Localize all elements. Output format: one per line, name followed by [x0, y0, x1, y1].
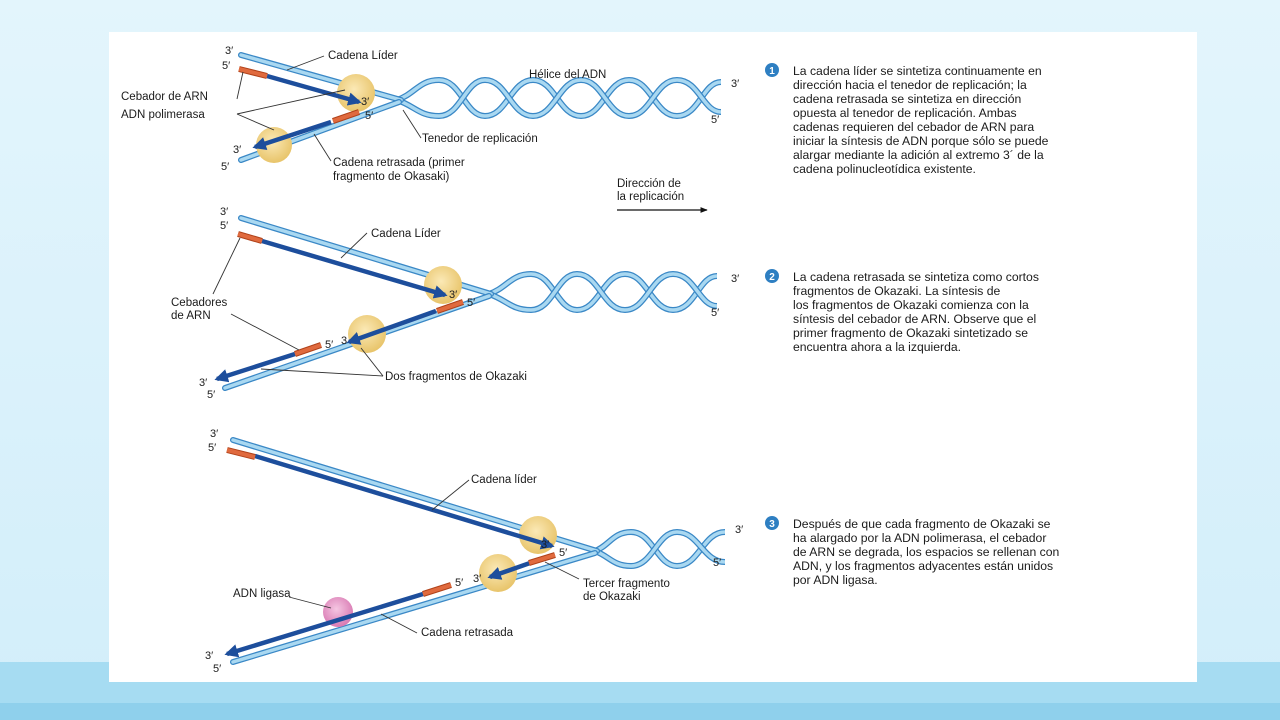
step-2-desc-line6: encuentra ahora a la izquierda. [793, 340, 961, 354]
step-3-desc-line3: de ARN se degrada, los espacios se relle… [793, 545, 1059, 559]
leading-strand-label-3: Cadena líder [471, 474, 537, 486]
step-2-desc-line4: síntesis del cebador de ARN. Observe que… [793, 312, 1036, 326]
strand-end-3-top-2: 3′ [220, 206, 228, 218]
strand-end-3-top: 3′ [225, 45, 233, 57]
strand-end-5-inner: 5′ [365, 110, 373, 122]
step-1-desc-line4: opuesta al tenedor de replicación. Ambas [793, 106, 1017, 120]
strand-end-5-top-2: 5′ [220, 220, 228, 232]
step-2-desc-line1: La cadena retrasada se sintetiza como co… [793, 270, 1039, 284]
rna-primer-fragment-2 [436, 300, 464, 313]
strand-end-3-mid-2: 3 [341, 335, 347, 347]
dna-helix-2 [487, 270, 718, 314]
strand-end-5-bottom: 5′ [221, 161, 229, 173]
helix-end-5-2: 5′ [711, 307, 719, 319]
step-number-2: 2 [769, 272, 775, 283]
okazaki-fragment-3 [487, 560, 531, 580]
step-badge-2 [765, 269, 779, 283]
rna-primer-leading-3 [226, 448, 256, 459]
step-1-desc-line3: cadena retrasada se sintetiza en direcci… [793, 92, 1021, 106]
two-okazaki-fragments-label: Dos fragmentos de Okazaki [385, 371, 527, 383]
step-3-desc-line4: ADN, y los fragmentos adyacentes están u… [793, 559, 1053, 573]
strand-end-3-top-3: 3′ [210, 428, 218, 440]
strand-end-3-bottom: 3′ [233, 144, 241, 156]
leading-strand-new-2 [261, 238, 448, 299]
dna-ligase-label: ADN ligasa [233, 588, 291, 600]
background-band-dark [0, 703, 1280, 720]
dna-polymerase-leading [337, 74, 375, 112]
dna-polymerase-label: ADN polimerasa [121, 109, 205, 121]
strand-end-3-inner-3: 3′ [541, 539, 549, 551]
rna-primers-label-line1: Cebadores [171, 297, 228, 309]
third-okazaki-fragment-label-line1: Tercer fragmento [583, 578, 670, 590]
leading-strand-new [266, 73, 362, 106]
strand-end-3-bottom-3: 3′ [205, 650, 213, 662]
strand-end-3-inner-2: 3′ [449, 289, 457, 301]
rna-primer-label: Cebador de ARN [121, 91, 208, 103]
strand-end-5-inner-3: 5′ [559, 547, 567, 559]
step-1-desc-line1: La cadena líder se sintetiza continuamen… [793, 64, 1042, 78]
step-1-desc-line7: alargar mediante la adición al extremo 3… [793, 148, 1044, 162]
rna-primers-label-line2: de ARN [171, 310, 211, 322]
dna-helix-label: Hélice del ADN [529, 69, 606, 81]
helix-end-3: 3′ [731, 78, 739, 90]
okazaki-fragment-2 [346, 308, 437, 345]
rna-primer-fragment-1 [294, 343, 322, 356]
leading-strand-new-3 [254, 453, 555, 550]
rna-primer-fragment-lagging [422, 583, 452, 596]
rna-primer-leading-2 [237, 232, 263, 243]
step-3-desc-line5: por ADN ligasa. [793, 573, 878, 587]
helix-end-3-2: 3′ [731, 273, 739, 285]
helix-end-5-3: 5′ [713, 557, 721, 569]
strand-end-3-bottom-2: 3′ [199, 377, 207, 389]
step-badge-3 [765, 516, 779, 530]
lagging-strand-label-line2: fragmento de Okasaki) [333, 171, 450, 183]
leading-strand-label-2: Cadena Líder [371, 228, 441, 240]
replication-fork-label: Tenedor de replicación [422, 133, 538, 145]
step-2-desc-line3: los fragmentos de Okazaki comienza con l… [793, 298, 1029, 312]
dna-helix-1 [395, 76, 722, 120]
dna-helix-3 [593, 528, 726, 570]
strand-end-5-mid-2: 5′ [325, 339, 333, 351]
replication-direction-label-line1: Dirección de [617, 178, 681, 190]
strand-end-5-inner-2: 5′ [467, 297, 475, 309]
step-2-desc-line5: primer fragmento de Okazaki sintetizado … [793, 326, 1028, 340]
step-number-3: 3 [769, 519, 775, 530]
panel-2: 3′ 5′ Cadena Líder Cebadores de ARN Dos … [171, 206, 1039, 401]
replication-direction-label-line2: la replicación [617, 191, 684, 203]
slide-content: 3′ 5′ Cadena Líder Hélice del ADN Cebado… [109, 32, 1197, 682]
strand-end-5-mid-3: 5′ [455, 577, 463, 589]
strand-end-3-inner: 3′ [361, 96, 369, 108]
leading-strand-label: Cadena Líder [328, 50, 398, 62]
panel-3: 3′ 5′ Cadena líder ADN ligasa Tercer fra… [205, 428, 1059, 675]
strand-end-3-mid-3: 3′ [473, 573, 481, 585]
strand-end-5-bottom-2: 5′ [207, 389, 215, 401]
step-badge-1 [765, 63, 779, 77]
step-number-1: 1 [769, 66, 775, 77]
step-1-desc-line6: iniciar la síntesis de ADN porque sólo s… [793, 134, 1049, 148]
okazaki-fragment-1 [214, 351, 296, 383]
lagging-strand-joined [224, 591, 424, 658]
step-1-desc-line8: cadena polinucleotídica existente. [793, 162, 976, 176]
step-1-desc-line2: dirección hacia el tenedor de replicació… [793, 78, 1027, 92]
panel-1: 3′ 5′ Cadena Líder Hélice del ADN Cebado… [121, 45, 1049, 213]
step-1-desc-line5: cadenas requieren del cebador de ARN par… [793, 120, 1034, 134]
strand-end-5-top-3: 5′ [208, 442, 216, 454]
step-3-desc-line2: ha alargado por la ADN polimerasa, el ce… [793, 531, 1046, 545]
helix-end-3-3: 3′ [735, 524, 743, 536]
helix-end-5: 5′ [711, 114, 719, 126]
lagging-strand-label-3: Cadena retrasada [421, 627, 514, 639]
strand-end-5-top: 5′ [222, 60, 230, 72]
dna-replication-diagram: 3′ 5′ Cadena Líder Hélice del ADN Cebado… [121, 45, 1059, 675]
lagging-strand-label-line1: Cadena retrasada (primer [333, 157, 465, 169]
rna-primer-fragment-3 [528, 553, 556, 565]
third-okazaki-fragment-label-line2: de Okazaki [583, 591, 641, 603]
strand-end-5-bottom-3: 5′ [213, 663, 221, 675]
step-2-desc-line2: fragmentos de Okazaki. La síntesis de [793, 284, 1001, 298]
lagging-strand-new [252, 119, 332, 151]
dna-polymerase-leading-3 [519, 516, 557, 554]
step-3-desc-line1: Después de que cada fragmento de Okazaki… [793, 517, 1051, 531]
